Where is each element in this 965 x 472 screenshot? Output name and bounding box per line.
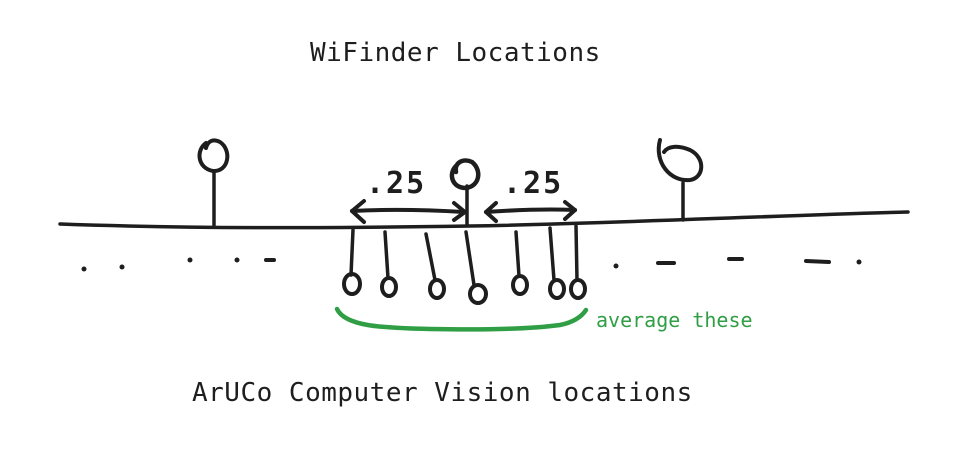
aruco-marker-5 xyxy=(511,230,529,296)
average-label: average these xyxy=(596,308,753,332)
aruco-marker-6 xyxy=(548,226,566,300)
average-brace xyxy=(334,306,589,332)
diagram-title: WiFinder Locations xyxy=(310,38,601,68)
distance-label-left: .25 xyxy=(366,166,426,201)
path-baseline xyxy=(58,210,910,230)
aruco-marker-1 xyxy=(342,228,362,296)
distance-label-right: .25 xyxy=(503,166,563,201)
distance-arrow-right xyxy=(484,200,577,223)
wifinder-marker-center xyxy=(449,158,481,227)
aruco-marker-7 xyxy=(569,224,587,300)
aruco-marker-4 xyxy=(464,230,488,305)
wifinder-marker-right xyxy=(656,138,704,222)
distant-detections-left xyxy=(81,257,276,272)
aruco-marker-3 xyxy=(424,232,446,300)
distant-detections-right xyxy=(613,257,862,269)
aruco-marker-2 xyxy=(380,230,398,298)
aruco-locations-label: ArUCo Computer Vision locations xyxy=(192,378,693,408)
wifinder-marker-left xyxy=(197,138,230,227)
distance-arrow-left xyxy=(350,199,467,224)
